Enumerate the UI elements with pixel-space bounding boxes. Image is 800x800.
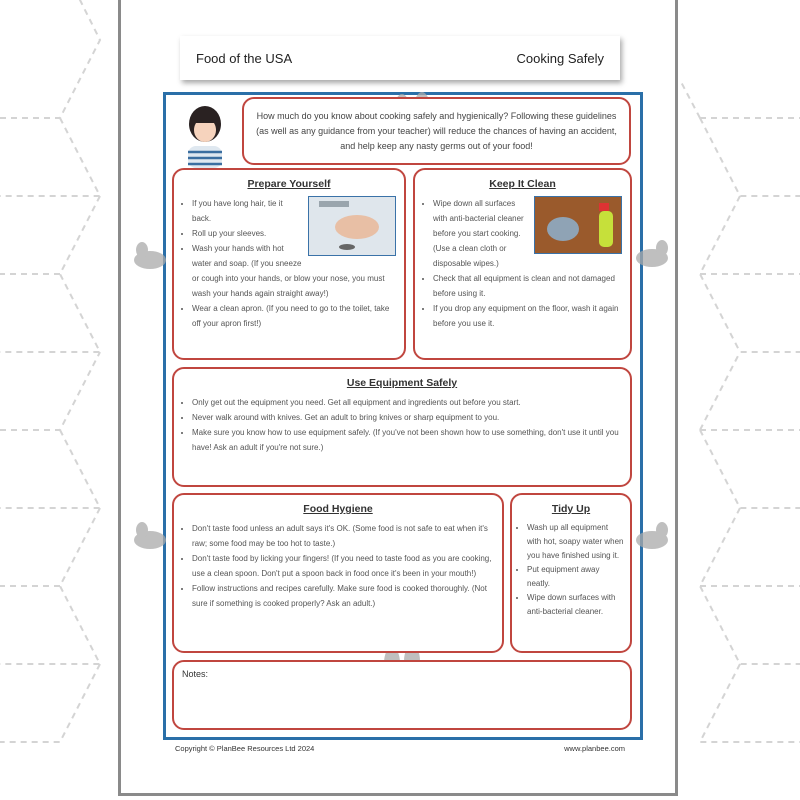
section-prepare-yourself: Prepare Yourself If you have long hair, … [172,168,406,360]
list-item: Don't taste food by licking your fingers… [192,551,494,581]
intro-speech-bubble: How much do you know about cooking safel… [242,97,631,165]
handwashing-photo [308,196,396,256]
section-title: Keep It Clean [489,178,556,190]
bee-watermark-icon [636,240,668,267]
list-item: Follow instructions and recipes carefull… [192,581,494,611]
list-item: Wash your hands with hot water and soap.… [192,241,396,301]
section-title: Tidy Up [551,503,591,515]
list-item: If you have long hair, tie it back. [192,196,396,226]
intro-text: How much do you know about cooking safel… [256,110,617,151]
list-item: If you drop any equipment on the floor, … [433,301,622,331]
website-text: www.planbee.com [564,744,625,753]
notes-box: Notes: [172,660,632,730]
section-keep-it-clean: Keep It Clean Wipe down all surfaces wit… [413,168,632,360]
list-item: Don't taste food unless an adult says it… [192,521,494,551]
list-item: Wipe down surfaces with anti-bacterial c… [527,591,624,619]
footer: Copyright © PlanBee Resources Ltd 2024 w… [175,744,625,753]
subject-label: Food of the USA [196,50,293,66]
list-item: Wash up all equipment with hot, soapy wa… [527,521,624,563]
list-item: Never walk around with knives. Get an ad… [192,410,622,425]
section-title: Prepare Yourself [247,178,331,190]
list-item: Wear a clean apron. (If you need to go t… [192,301,396,331]
list-item: Make sure you know how to use equipment … [192,425,622,455]
worksheet-header: Food of the USA Cooking Safely [180,36,620,80]
list-item: Check that all equipment is clean and no… [433,271,622,301]
notes-label: Notes: [182,669,209,679]
section-tidy-up: Tidy Up Wash up all equipment with hot, … [510,493,632,653]
girl-avatar-icon [188,106,222,168]
content-frame [163,92,643,740]
copyright-text: Copyright © PlanBee Resources Ltd 2024 [175,744,315,753]
bee-watermark-icon [636,522,668,549]
list-item: Wipe down all surfaces with anti-bacteri… [433,196,622,271]
cleaning-surface-photo [534,196,622,254]
list-item: Only get out the equipment you need. Get… [192,395,622,410]
section-title: Food Hygiene [303,503,373,515]
section-use-equipment-safely: Use Equipment Safely Only get out the eq… [172,367,632,487]
bee-watermark-icon [134,522,166,549]
list-item: Put equipment away neatly. [527,563,624,591]
worksheet-title: Cooking Safely [516,50,604,66]
bee-watermark-icon [134,242,166,269]
section-title: Use Equipment Safely [346,377,458,389]
list-item: Roll up your sleeves. [192,226,396,241]
section-food-hygiene: Food Hygiene Don't taste food unless an … [172,493,504,653]
